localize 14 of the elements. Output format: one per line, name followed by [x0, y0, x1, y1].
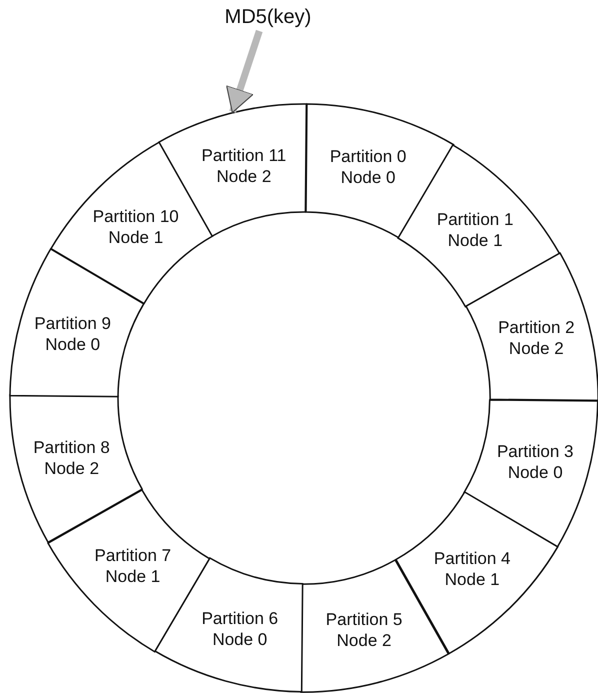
- segment-label: Partition 2 Node 2: [497, 316, 576, 359]
- segment-label: Partition 6 Node 0: [200, 608, 280, 650]
- segment-label: Partition 3 Node 0: [496, 441, 575, 484]
- segment-label: Partition 4 Node 1: [432, 548, 512, 590]
- segment-label: Partition 11 Node 2: [200, 144, 288, 187]
- hash-function-label: MD5(key): [224, 6, 312, 29]
- segment-label: Partition 8 Node 2: [32, 437, 111, 480]
- segment-label: Partition 1 Node 1: [436, 208, 514, 251]
- segment-label: Partition 7 Node 1: [94, 545, 172, 588]
- arrow: [226, 30, 263, 113]
- segment-label: Partition 9 Node 0: [33, 312, 112, 355]
- segment-label: Partition 0 Node 0: [328, 146, 408, 188]
- segment-label: Partition 10 Node 1: [92, 206, 180, 248]
- segment-label: Partition 5 Node 2: [324, 609, 404, 652]
